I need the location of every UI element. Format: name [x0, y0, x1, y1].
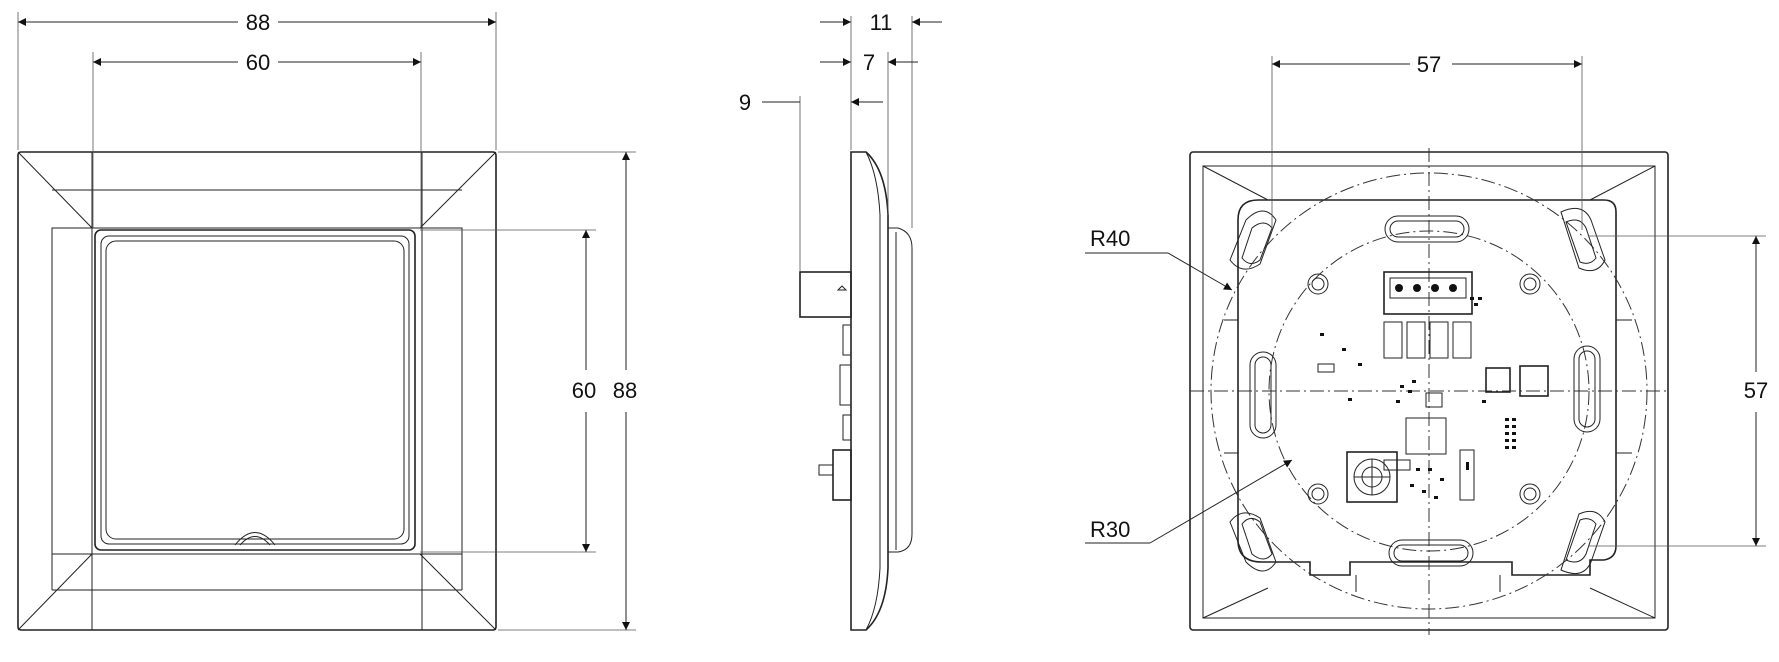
back-view: 57 57 R40 R30	[1085, 52, 1768, 635]
dim-hole-spacing-v: 57	[1744, 378, 1768, 403]
dim-face-depth: 7	[863, 50, 875, 75]
label-radius-outer: R40	[1090, 226, 1130, 251]
label-radius-inner: R30	[1090, 517, 1130, 542]
dim-plug-depth: 9	[739, 90, 751, 115]
dim-inner-height: 60	[572, 378, 596, 403]
dim-outer-height: 88	[613, 378, 637, 403]
dim-inner-width: 60	[246, 50, 270, 75]
front-view: 88 60 60 88	[17, 10, 637, 631]
side-view: 11 7 9	[739, 10, 942, 631]
dim-hole-spacing-h: 57	[1417, 52, 1441, 77]
dim-outer-width: 88	[246, 10, 270, 35]
dim-total-depth: 11	[870, 10, 893, 35]
